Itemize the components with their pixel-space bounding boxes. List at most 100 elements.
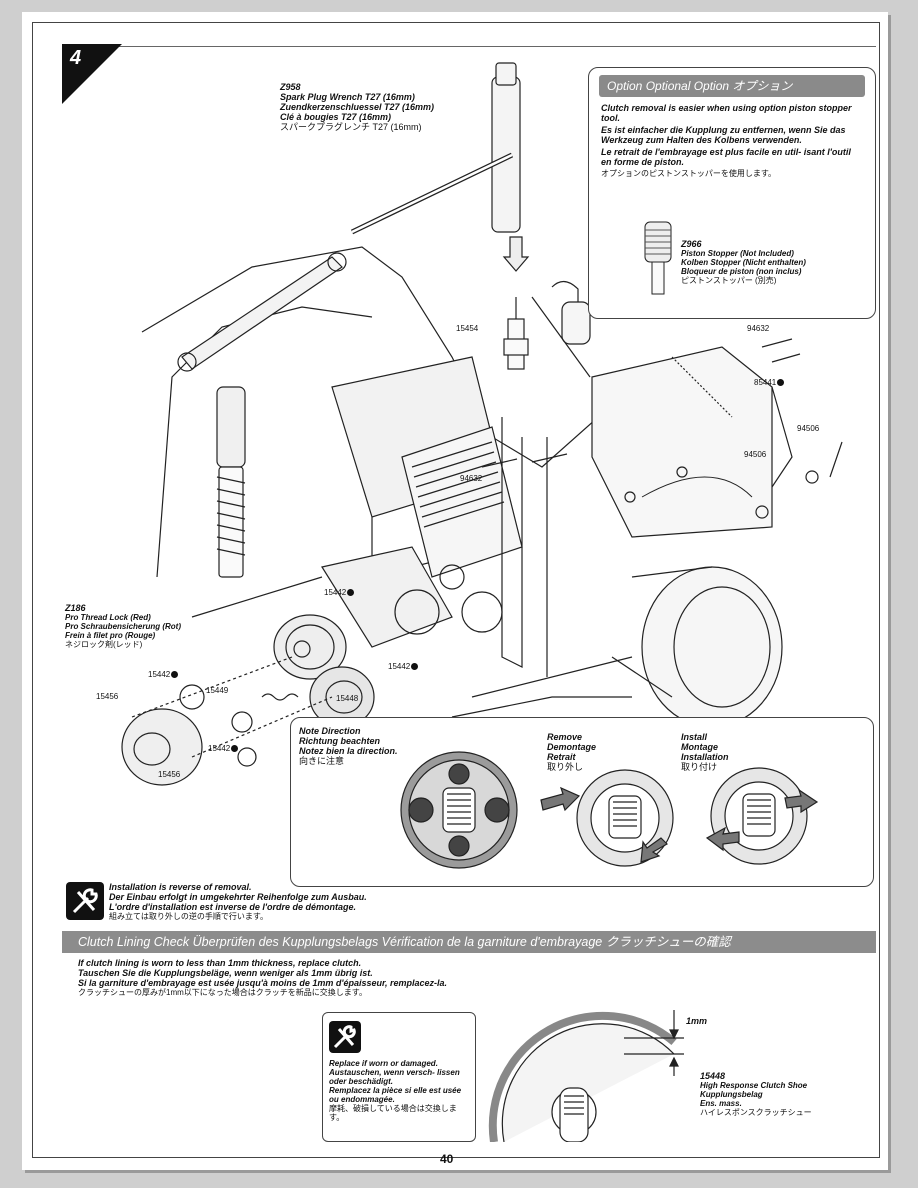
header-rule xyxy=(110,46,876,47)
replace-note-ja: 摩耗、破損している場合は交換します。 xyxy=(329,1104,457,1122)
note-direction-label: Note Direction Richtung beachten Notez b… xyxy=(299,726,398,766)
thread-lock-en: Pro Thread Lock (Red) xyxy=(65,613,151,622)
clutch-shoe-en: High Response Clutch Shoe xyxy=(700,1081,808,1090)
wrench-name-fr: Clé à bougies T27 (16mm) xyxy=(280,112,392,122)
option-header: Option Optional Option オプション xyxy=(599,75,865,97)
install-note-ja: 組み立ては取り外しの逆の手順で行います。 xyxy=(109,912,269,921)
clutch-diagrams xyxy=(400,751,819,869)
part-15454: 15454 xyxy=(456,324,479,333)
clutch-direction-panel: Note Direction Richtung beachten Notez b… xyxy=(290,717,874,887)
lining-line-de: Tauschen Sie die Kupplungsbeläge, wenn w… xyxy=(78,968,373,978)
replace-note-fr: Remplacez la pièce si elle est usée ou e… xyxy=(329,1086,462,1104)
install-fr: Installation xyxy=(681,752,729,762)
wrench-label: Z958 Spark Plug Wrench T27 (16mm) Zuendk… xyxy=(280,82,434,132)
piston-stopper-label: Z966 Piston Stopper (Not Included) Kolbe… xyxy=(681,239,806,286)
part-15448: 15448 xyxy=(336,694,359,703)
wrench-icon xyxy=(329,1021,361,1053)
part-15442-b-num: 15442 xyxy=(388,662,411,671)
piston-stopper-code: Z966 xyxy=(681,239,702,249)
install-note-de: Der Einbau erfolgt in umgekehrter Reihen… xyxy=(109,892,367,902)
remove-label: Remove Demontage Retrait 取り外し xyxy=(547,732,596,772)
install-de: Montage xyxy=(681,742,718,752)
ref-dot-icon xyxy=(411,663,419,671)
page-frame xyxy=(32,22,880,1158)
thread-lock-label: Z186 Pro Thread Lock (Red) Pro Schrauben… xyxy=(65,603,182,650)
thread-lock-code: Z186 xyxy=(65,603,86,613)
part-15442-c-num: 15442 xyxy=(148,670,171,679)
lining-line-en: If clutch lining is worn to less than 1m… xyxy=(78,958,362,968)
option-line-de: Es ist einfacher die Kupplung zu entfern… xyxy=(601,125,846,145)
install-note-fr: L'ordre d'installation est inverse de l'… xyxy=(109,902,356,912)
piston-stopper-icon xyxy=(644,221,672,295)
lining-instructions: If clutch lining is worn to less than 1m… xyxy=(78,958,447,998)
thread-lock-de: Pro Schraubensicherung (Rot) xyxy=(65,622,182,631)
assembly-diagram xyxy=(121,62,843,786)
clutch-shoe-label: 15448 High Response Clutch Shoe Kupplung… xyxy=(700,1071,812,1118)
part-94632-bottom: 94632 xyxy=(460,474,483,483)
step-badge xyxy=(62,44,122,104)
manual-page: 4 xyxy=(22,12,888,1170)
option-line-ja: オプションのピストンストッパーを使用します。 xyxy=(601,169,777,178)
part-15456-a: 15456 xyxy=(96,692,119,701)
piston-stopper-fr: Bloqueur de piston (non inclus) xyxy=(681,267,802,276)
note-direction-fr: Notez bien la direction. xyxy=(299,746,398,756)
piston-stopper-en: Piston Stopper (Not Included) xyxy=(681,249,794,258)
step-number: 4 xyxy=(70,47,82,69)
wrench-name-de: Zuendkerzenschluessel T27 (16mm) xyxy=(280,102,435,112)
part-94506-left: 94506 xyxy=(744,450,767,459)
wrench-name-ja: スパークプラグレンチ T27 (16mm) xyxy=(280,122,422,132)
lining-section-title: Clutch Lining Check Überprüfen des Kuppl… xyxy=(62,931,876,953)
page-number: 40 xyxy=(440,1152,454,1166)
part-94506-right: 94506 xyxy=(797,424,820,433)
part-94632-top: 94632 xyxy=(747,324,770,333)
install-ja: 取り付け xyxy=(681,762,718,772)
lining-dimension: 1mm xyxy=(686,1016,708,1026)
wrench-code: Z958 xyxy=(280,82,301,92)
clutch-shoe-code: 15448 xyxy=(700,1071,726,1081)
replace-note-box: Replace if worn or damaged. Austauschen,… xyxy=(322,1012,476,1142)
thread-lock-fr: Frein à filet pro (Rouge) xyxy=(65,631,156,640)
clutch-shoe-ja: ハイレスポンスクラッチシュー xyxy=(700,1108,812,1117)
clutch-shoe-fr: Ens. mass. xyxy=(700,1099,742,1108)
option-line-en: Clutch removal is easier when using opti… xyxy=(601,103,852,123)
part-15442-a-num: 15442 xyxy=(324,588,347,597)
replace-note-en: Replace if worn or damaged. xyxy=(329,1059,438,1068)
install-en: Install xyxy=(681,732,708,742)
ref-dot-icon xyxy=(171,671,179,679)
thread-lock-ja: ネジロック剤(レッド) xyxy=(65,640,143,649)
ref-dot-icon xyxy=(777,379,785,387)
wrench-name-en: Spark Plug Wrench T27 (16mm) xyxy=(280,92,415,102)
lining-diagram xyxy=(488,1010,684,1142)
part-15456-b: 15456 xyxy=(158,770,181,779)
part-15442-a: 15442 xyxy=(324,588,355,597)
wrench-icon xyxy=(66,882,104,920)
ref-dot-icon xyxy=(231,745,239,753)
part-15449: 15449 xyxy=(206,686,229,695)
part-15442-d: 15442 xyxy=(208,744,239,753)
note-direction-en: Note Direction xyxy=(299,726,361,736)
install-note: Installation is reverse of removal. Der … xyxy=(109,882,367,922)
install-note-en: Installation is reverse of removal. xyxy=(109,882,252,892)
part-85441-num: 85441 xyxy=(754,378,777,387)
remove-fr: Retrait xyxy=(547,752,576,762)
install-label: Install Montage Installation 取り付け xyxy=(681,732,729,772)
part-85441: 85441 xyxy=(754,378,785,387)
option-line-fr: Le retrait de l'embrayage est plus facil… xyxy=(601,147,851,167)
remove-en: Remove xyxy=(547,732,583,742)
note-direction-ja: 向きに注意 xyxy=(299,756,345,766)
replace-note-de: Austauschen, wenn versch- lissen oder be… xyxy=(329,1068,460,1086)
clutch-shoe-de: Kupplungsbelag xyxy=(700,1090,763,1099)
piston-stopper-ja: ピストンストッパー (別売) xyxy=(681,276,777,285)
ref-dot-icon xyxy=(347,589,355,597)
option-text: Clutch removal is easier when using opti… xyxy=(601,103,863,179)
option-box: Option Optional Option オプション Clutch remo… xyxy=(588,67,876,319)
part-15442-b: 15442 xyxy=(388,662,419,671)
replace-note: Replace if worn or damaged. Austauschen,… xyxy=(329,1059,469,1122)
piston-stopper-de: Kolben Stopper (Nicht enthalten) xyxy=(681,258,806,267)
note-direction-de: Richtung beachten xyxy=(299,736,381,746)
lining-line-fr: Si la garniture d'embrayage est usée jus… xyxy=(78,978,448,988)
remove-de: Demontage xyxy=(547,742,597,752)
part-15442-d-num: 15442 xyxy=(208,744,231,753)
lining-line-ja: クラッチシューの厚みが1mm以下になった場合はクラッチを新品に交換します。 xyxy=(78,988,367,997)
part-15442-c: 15442 xyxy=(148,670,179,679)
